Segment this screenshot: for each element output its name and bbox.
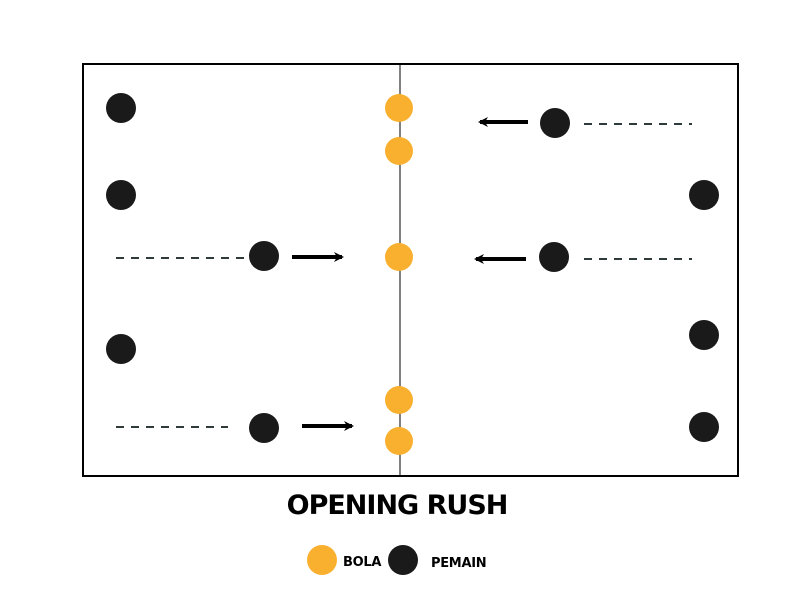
players	[106, 93, 719, 443]
legend-player-swatch	[388, 545, 418, 575]
legend-ball-label: BOLA	[343, 555, 381, 570]
player	[689, 412, 719, 442]
player	[249, 413, 279, 443]
player	[106, 93, 136, 123]
legend: BOLA PEMAIN	[307, 545, 487, 575]
balls	[385, 94, 413, 455]
movement-arrows	[292, 117, 528, 431]
ball	[385, 94, 413, 122]
legend-ball-swatch	[307, 545, 337, 575]
movement-trails	[116, 123, 692, 428]
player	[689, 180, 719, 210]
legend-player-label: PEMAIN	[431, 556, 486, 571]
diagram-title: OPENING RUSH	[287, 490, 508, 521]
ball	[385, 427, 413, 455]
player	[689, 320, 719, 350]
player	[540, 108, 570, 138]
player	[106, 334, 136, 364]
ball	[385, 243, 413, 271]
player	[249, 241, 279, 271]
player	[539, 242, 569, 272]
ball	[385, 137, 413, 165]
field-border	[82, 63, 739, 477]
player	[106, 180, 136, 210]
ball	[385, 386, 413, 414]
